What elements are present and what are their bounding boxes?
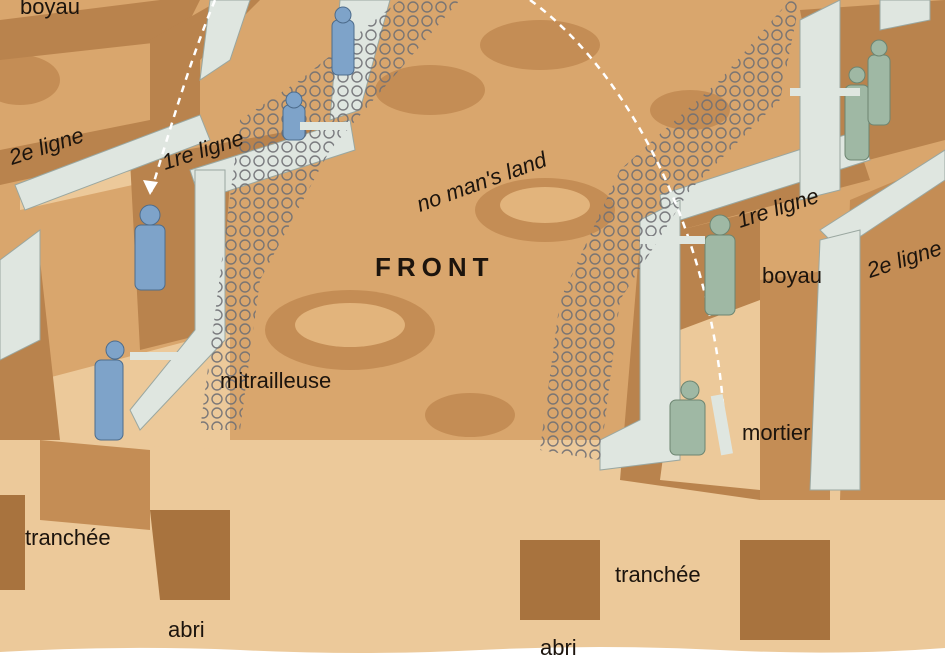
label-front: FRONT	[375, 252, 495, 282]
label-boyau-right: boyau	[762, 263, 822, 288]
machine-gun-left	[300, 122, 350, 130]
label-tranchee-right: tranchée	[615, 562, 701, 587]
abri-right-dugout	[740, 540, 830, 640]
machine-gun-right	[790, 88, 860, 96]
machine-gun-front-right	[640, 236, 705, 244]
label-boyau-top: boyau	[20, 0, 80, 19]
label-mortier: mortier	[742, 420, 810, 445]
label-abri-left: abri	[168, 617, 205, 642]
machine-gun-mitrailleuse	[130, 352, 205, 360]
abri-left-dugout	[150, 510, 230, 600]
label-abri-right: abri	[540, 635, 577, 660]
label-mitrailleuse: mitrailleuse	[220, 368, 331, 393]
label-tranchee-left: tranchée	[25, 525, 111, 550]
